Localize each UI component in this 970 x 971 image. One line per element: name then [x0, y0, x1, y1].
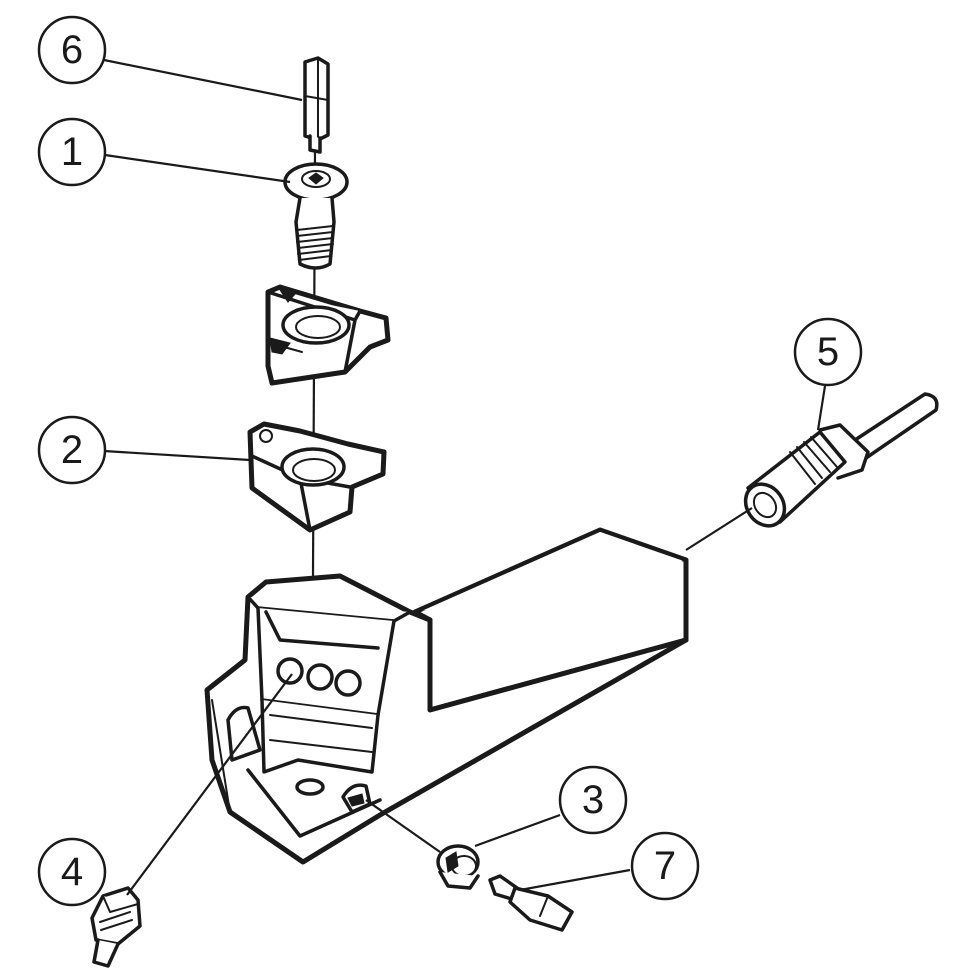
callout-balloon-3: 3: [558, 765, 628, 835]
callout-balloon-5: 5: [793, 317, 863, 387]
leader-3-axis: [365, 799, 441, 853]
shim-screw-part: [436, 844, 480, 890]
shim-part: [247, 421, 387, 533]
callout-label-3: 3: [582, 778, 604, 822]
callout-balloon-7: 7: [630, 831, 700, 901]
torx-key-part: [303, 56, 330, 154]
cutting-insert-part: [265, 284, 391, 386]
leader-7: [519, 868, 631, 892]
callout-balloon-2: 2: [37, 415, 107, 485]
callout-label-1: 1: [61, 130, 83, 174]
coolant-plug-part: [90, 886, 142, 968]
callout-label-4: 4: [61, 850, 83, 894]
leader-3: [474, 813, 561, 848]
leader-5-axis: [685, 507, 753, 551]
callout-balloon-4: 4: [37, 837, 107, 907]
callout-balloon-6: 6: [37, 15, 107, 85]
callout-label-6: 6: [61, 28, 83, 72]
callout-label-2: 2: [61, 428, 83, 472]
leader-6: [103, 58, 303, 102]
tool-holder-body: [204, 527, 689, 865]
key-part: [488, 874, 574, 932]
leader-2: [103, 449, 251, 462]
callout-label-5: 5: [817, 330, 839, 374]
callout-label-7: 7: [654, 844, 676, 888]
leader-4: [126, 673, 293, 896]
coolant-nozzle-part: [743, 392, 939, 528]
clamp-screw-part: [283, 162, 349, 270]
leader-5: [816, 385, 827, 431]
leader-1: [104, 153, 291, 184]
callout-balloon-1: 1: [37, 117, 107, 187]
